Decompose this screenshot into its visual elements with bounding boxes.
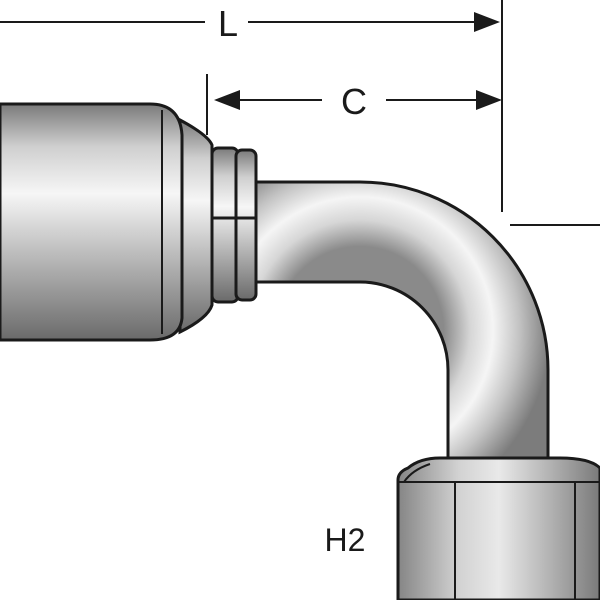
- elbow-tube-body: [248, 180, 550, 472]
- dimension-c-label: C: [341, 81, 367, 122]
- socket-shell: [0, 102, 184, 342]
- dimension-l: L: [0, 3, 500, 44]
- socket-body: [0, 102, 184, 342]
- dimension-l-label: L: [218, 3, 238, 44]
- collar-ring-outer: [210, 146, 240, 304]
- dimension-c: C: [214, 81, 502, 122]
- nut-corner-left: [403, 463, 431, 483]
- ferrule-taper: [178, 117, 214, 335]
- swivel-nut: [396, 456, 600, 602]
- crimp-rings: [178, 117, 258, 335]
- collar-ring-inner: [234, 148, 258, 302]
- dimension-c-arrowhead-right: [476, 90, 502, 110]
- elbow-tube: [248, 180, 550, 472]
- dimension-l-arrowhead: [474, 12, 500, 32]
- dimension-h2-label: H2: [325, 522, 366, 558]
- dimension-c-arrowhead-left: [214, 90, 240, 110]
- nut-body: [396, 456, 600, 602]
